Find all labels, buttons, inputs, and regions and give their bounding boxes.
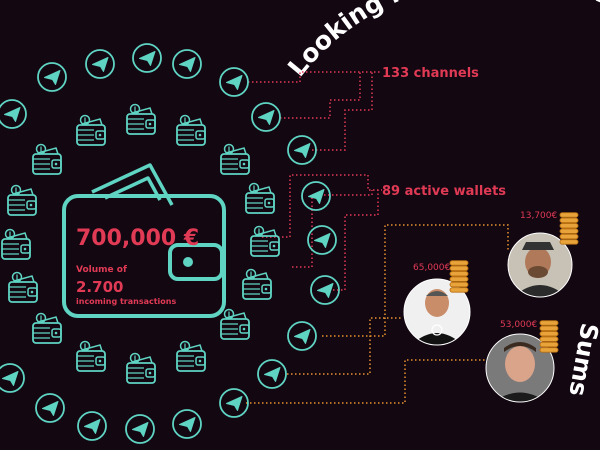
telegram-icon	[301, 181, 331, 211]
coin-stack-icon	[559, 212, 579, 245]
wallet-icon	[32, 143, 62, 175]
wallet-icon	[220, 143, 250, 175]
telegram-icon	[77, 411, 107, 441]
wallets-callout: 89 active wallets	[382, 184, 506, 199]
telegram-icon	[172, 409, 202, 439]
volume-label: Volume of	[76, 265, 127, 275]
telegram-icon	[0, 363, 25, 393]
transactions-label: incoming transactions	[76, 297, 176, 306]
telegram-icon	[132, 43, 162, 73]
telegram-icon	[85, 49, 115, 79]
telegram-icon	[125, 414, 155, 444]
telegram-icon	[310, 275, 340, 305]
transaction-count: 2.700	[76, 278, 123, 296]
telegram-icon	[307, 225, 337, 255]
coin-stack-icon	[449, 260, 469, 293]
person-connectors	[246, 224, 509, 404]
wallet-icon	[126, 103, 156, 135]
banknote-icon	[91, 163, 174, 206]
wallet-icon	[76, 340, 106, 372]
headline-side-text: Sums	[563, 321, 600, 398]
wallet-icon	[76, 114, 106, 146]
telegram-icon	[172, 49, 202, 79]
wallet-icon	[32, 312, 62, 344]
connector-lines	[246, 71, 509, 404]
wallet-icon	[7, 184, 37, 216]
person-1-sum: 13,700€	[520, 211, 557, 221]
wallet-icon	[8, 271, 38, 303]
person-1	[507, 232, 573, 298]
person-2-sum: 65,000€	[413, 263, 450, 273]
telegram-icon	[0, 99, 27, 129]
telegram-icon	[219, 388, 249, 418]
wallet-amount: 700,000 €	[76, 226, 199, 251]
channel-connectors	[248, 71, 382, 291]
wallet-icon	[176, 340, 206, 372]
coin-stack-icon	[539, 320, 559, 353]
telegram-icon	[37, 62, 67, 92]
wallet-icon	[242, 268, 272, 300]
telegram-icon	[219, 67, 249, 97]
telegram-icon	[257, 359, 287, 389]
channels-callout: 133 channels	[382, 66, 479, 81]
wallet-icon	[176, 114, 206, 146]
main-wallet	[62, 163, 226, 318]
person-3-sum: 53,000€	[500, 320, 537, 330]
wallet-icon	[220, 308, 250, 340]
telegram-icon	[287, 321, 317, 351]
wallet-icon	[250, 225, 280, 257]
wallet-icon	[245, 182, 275, 214]
wallet-icon	[126, 352, 156, 384]
telegram-icon	[35, 393, 65, 423]
telegram-icon	[251, 102, 281, 132]
telegram-icon	[287, 135, 317, 165]
wallet-icon	[1, 228, 31, 260]
